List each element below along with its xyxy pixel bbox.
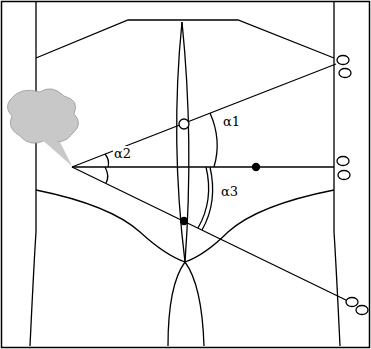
left-body-outline xyxy=(30,2,36,346)
midline xyxy=(177,22,185,262)
lesion-tail xyxy=(40,138,72,166)
angle-label: α2 xyxy=(113,146,132,161)
umbilical-port xyxy=(179,119,189,129)
port-dot xyxy=(181,218,188,225)
lesion xyxy=(7,89,78,143)
midline xyxy=(182,22,189,262)
angle-arc xyxy=(105,154,109,167)
instrument-handle xyxy=(346,298,368,315)
instrument-axis xyxy=(72,166,334,167)
inner-thigh xyxy=(168,262,185,346)
instrument-axis xyxy=(72,167,350,302)
instrument-axis xyxy=(72,64,336,167)
instrument-handle xyxy=(337,56,351,78)
angle-label: α3 xyxy=(220,184,239,199)
inner-thigh xyxy=(185,262,204,346)
instrument-handle xyxy=(337,157,350,180)
port-dot xyxy=(253,164,260,171)
angle-arc xyxy=(202,167,213,230)
angle-arc xyxy=(210,113,217,167)
angle-label: α1 xyxy=(222,114,241,129)
angle-arc xyxy=(105,167,108,183)
inguinal-line xyxy=(36,190,334,262)
